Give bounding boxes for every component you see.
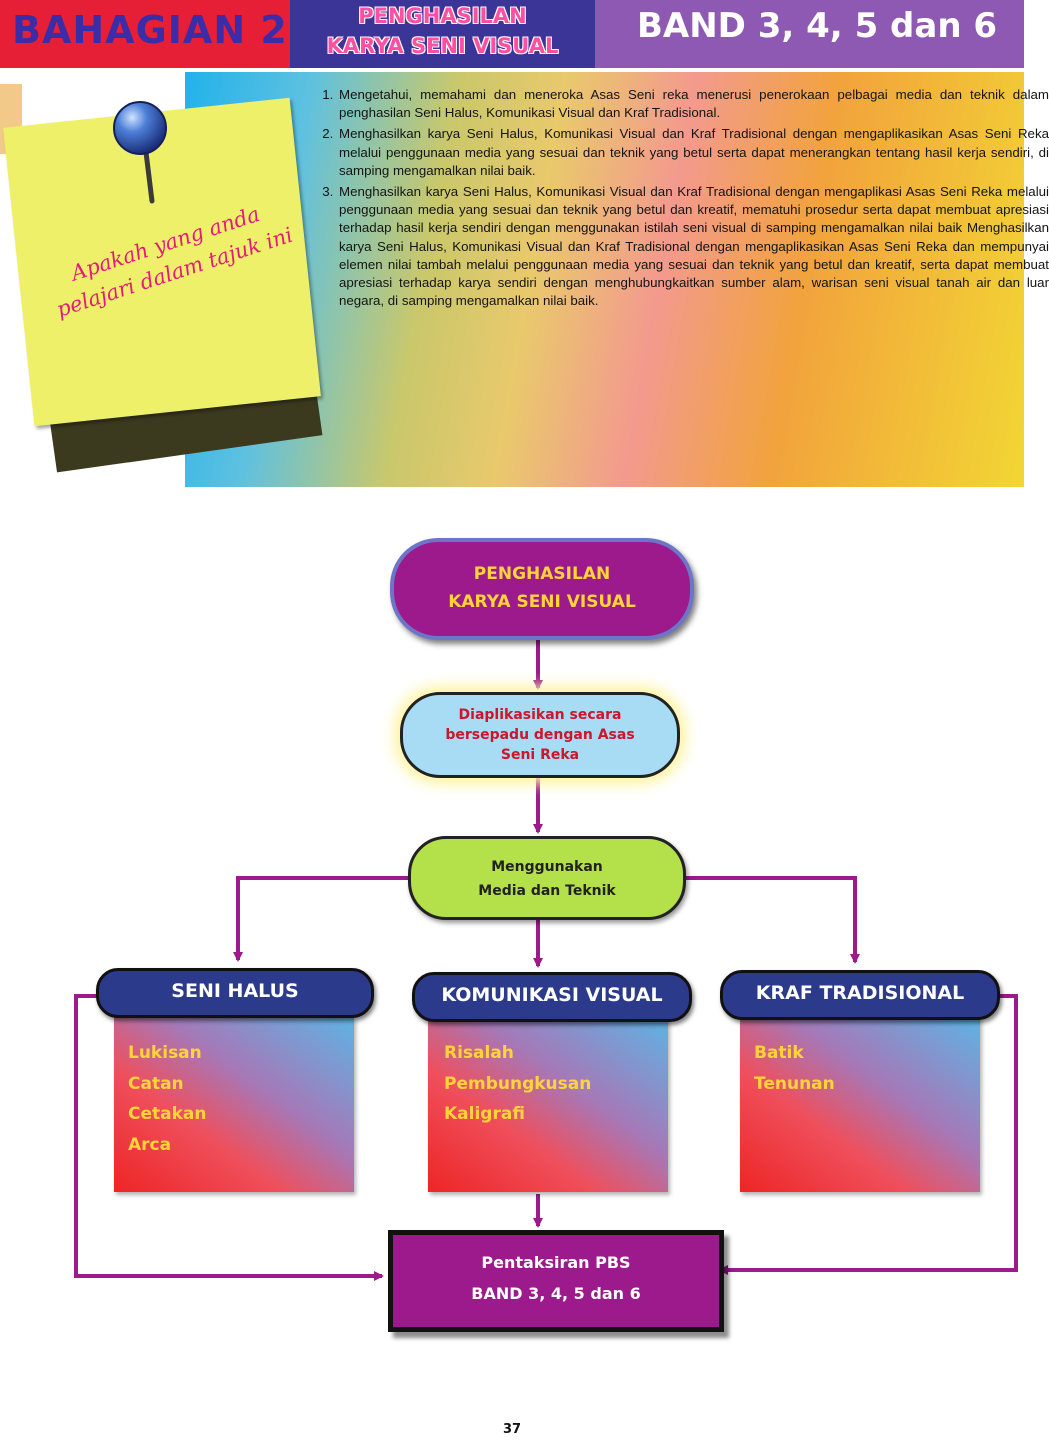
komunikasi-visual-header: KOMUNIKASI VISUAL: [412, 972, 692, 1022]
pbs-line2: BAND 3, 4, 5 dan 6: [471, 1284, 641, 1303]
komunikasi-visual-items-box: Risalah Pembungkusan Kaligrafi: [428, 1016, 668, 1192]
media-line1: Menggunakan: [491, 859, 603, 875]
list-item: Arca: [128, 1134, 172, 1155]
page-number: 37: [502, 1422, 522, 1437]
flow-root-node: PENGHASILAN KARYA SENI VISUAL: [390, 538, 694, 640]
flow-connectors: [74, 636, 1018, 1281]
category-title: KOMUNIKASI VISUAL: [441, 984, 663, 1006]
arrow-media-to-kraf: [680, 876, 860, 964]
arrow-kraf-to-pbs: [718, 994, 1018, 1275]
objective-item: Menghasilkan karya Seni Halus, Komunikas…: [337, 183, 1049, 310]
section-banner: BAHAGIAN 2: [0, 0, 290, 68]
band-banner: BAND 3, 4, 5 dan 6: [595, 0, 1024, 68]
category-title: SENI HALUS: [171, 980, 299, 1002]
arrow-media-to-seni-halus: [233, 876, 408, 962]
list-item: Tenunan: [754, 1073, 835, 1094]
seni-halus-items-box: Lukisan Catan Cetakan Arca: [114, 1016, 354, 1192]
section-title: BAHAGIAN 2: [12, 8, 288, 52]
objective-item: Mengetahui, memahami dan meneroka Asas S…: [337, 86, 1049, 122]
band-title: BAND 3, 4, 5 dan 6: [637, 6, 998, 46]
kraf-tradisional-items-box: Batik Tenunan: [740, 1016, 980, 1192]
list-item: Batik: [754, 1043, 804, 1063]
objectives-panel: Mengetahui, memahami dan meneroka Asas S…: [185, 72, 1049, 487]
list-item: Cetakan: [128, 1104, 207, 1124]
root-line2: KARYA SENI VISUAL: [448, 592, 636, 612]
topic-banner: PENGHASILAN KARYA SENI VISUAL: [290, 0, 595, 68]
list-item: Kaligrafi: [444, 1104, 525, 1124]
asas-line3: Seni Reka: [500, 747, 580, 763]
root-line1: PENGHASILAN: [473, 564, 611, 584]
objective-item: Menghasilkan karya Seni Halus, Komunikas…: [337, 125, 1049, 180]
category-title: KRAF TRADISIONAL: [755, 982, 965, 1004]
list-item: Lukisan: [128, 1043, 202, 1063]
kraf-tradisional-header: KRAF TRADISIONAL: [720, 970, 1000, 1020]
asas-line1: Diaplikasikan secara: [458, 707, 622, 723]
topic-title-line1: PENGHASILAN: [358, 4, 527, 28]
list-item: Pembungkusan: [444, 1073, 592, 1094]
list-item: Risalah: [444, 1043, 514, 1063]
pushpin-icon: [113, 101, 167, 204]
list-item: Catan: [128, 1073, 184, 1094]
topic-title-line2: KARYA SENI VISUAL: [326, 34, 559, 58]
asas-line2: bersepadu dengan Asas: [445, 727, 635, 743]
arrow-seni-halus-to-pbs: [74, 994, 384, 1281]
seni-halus-header: SENI HALUS: [96, 968, 374, 1018]
pbs-line1: Pentaksiran PBS: [481, 1253, 631, 1272]
media-teknik-node: Menggunakan Media dan Teknik: [408, 836, 686, 920]
pentaksiran-pbs-node: Pentaksiran PBS BAND 3, 4, 5 dan 6: [388, 1230, 724, 1332]
asas-seni-reka-node: Diaplikasikan secara bersepadu dengan As…: [400, 692, 680, 778]
objectives-list: Mengetahui, memahami dan meneroka Asas S…: [307, 86, 1049, 313]
media-line2: Media dan Teknik: [478, 883, 616, 899]
